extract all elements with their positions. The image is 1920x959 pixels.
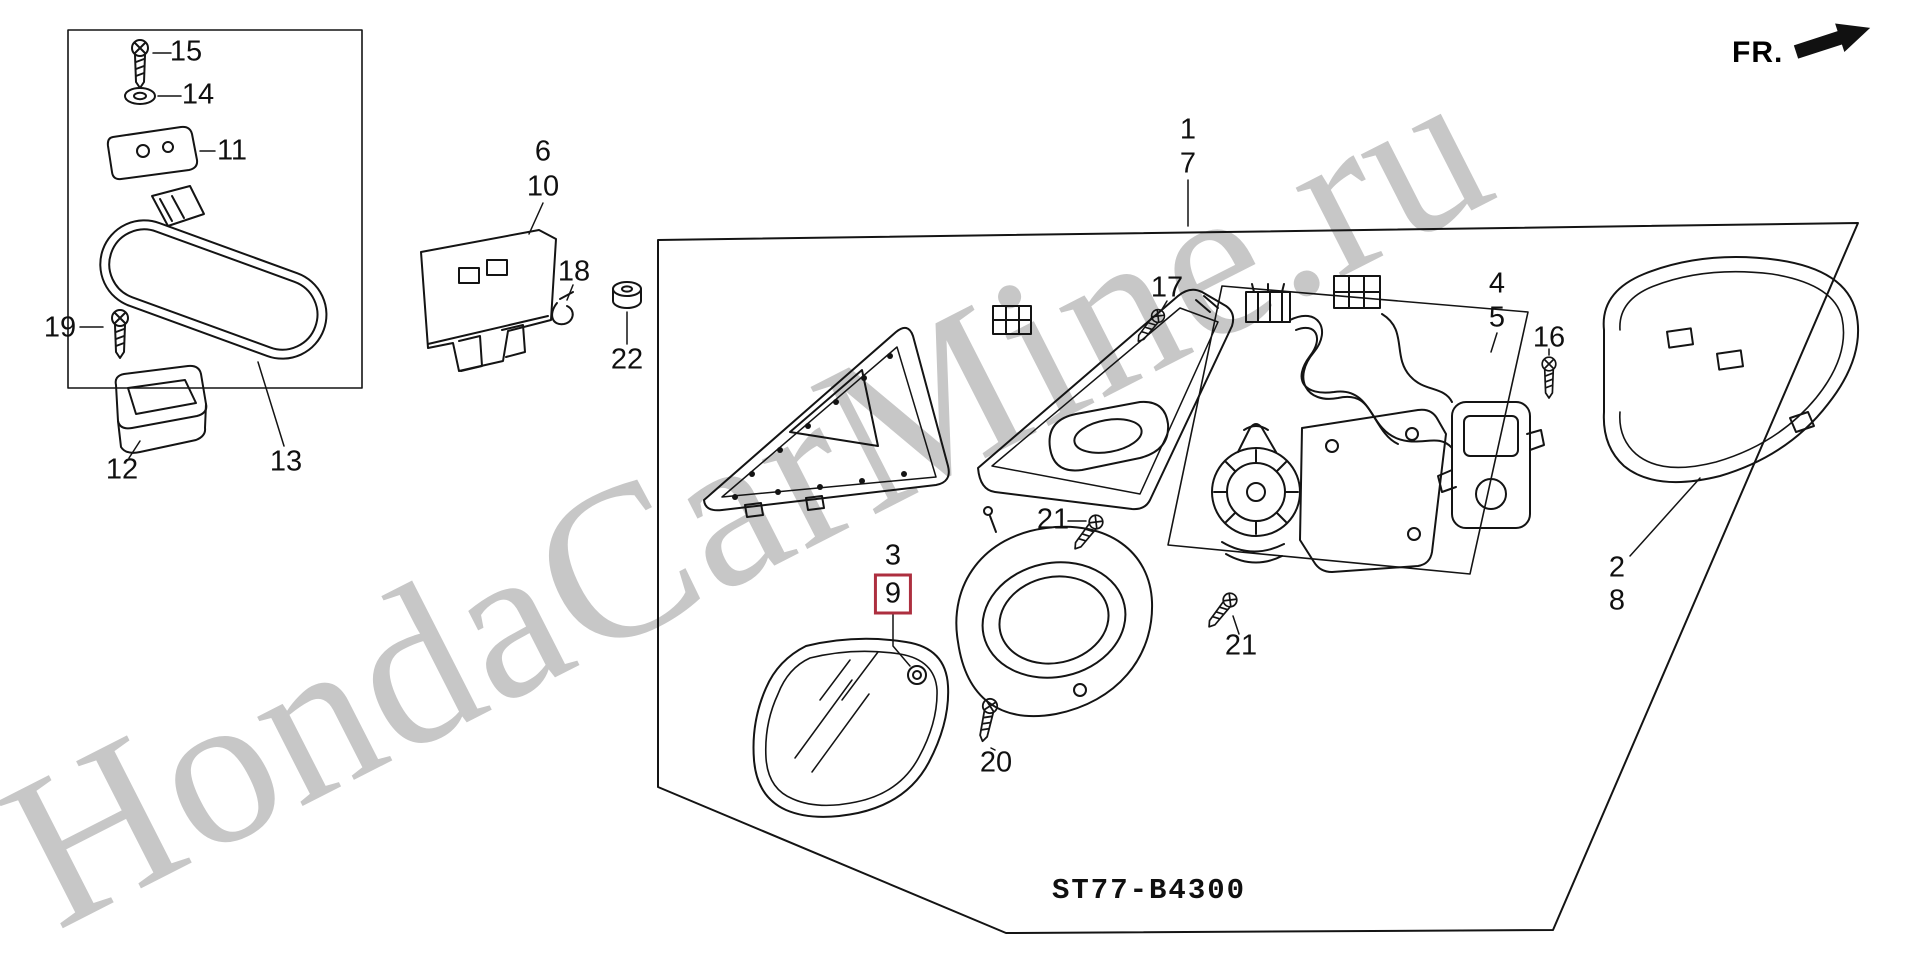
part-label-15[interactable]: 15 — [169, 35, 203, 68]
part-label-1[interactable]: 1 — [1179, 113, 1197, 146]
part-label-6[interactable]: 6 — [534, 135, 552, 168]
mirror-glass-drawing — [752, 637, 950, 818]
part-label-9-highlighted[interactable]: 9 — [873, 573, 913, 615]
part-label-10[interactable]: 10 — [526, 170, 560, 203]
part-label-14[interactable]: 14 — [181, 78, 215, 111]
diagram-code: ST77-B4300 — [1052, 874, 1247, 907]
part-label-20[interactable]: 20 — [979, 746, 1013, 779]
part-label-21b[interactable]: 21 — [1224, 629, 1258, 662]
fr-label: FR. — [1732, 36, 1784, 69]
mounting-screws-drawing — [974, 511, 1241, 751]
part-label-11[interactable]: 11 — [216, 134, 248, 167]
part-label-8[interactable]: 8 — [1608, 584, 1626, 617]
part-label-13[interactable]: 13 — [269, 445, 303, 478]
sail-garnish-drawing — [703, 326, 950, 518]
part-label-5[interactable]: 5 — [1488, 301, 1506, 334]
mirror-housing-drawing — [892, 506, 1154, 718]
part-label-18[interactable]: 18 — [557, 255, 591, 288]
harness-box-drawing — [1167, 275, 1557, 575]
part-label-7[interactable]: 7 — [1179, 147, 1197, 180]
fr-arrow-icon — [1793, 23, 1871, 59]
part-label-19[interactable]: 19 — [43, 311, 77, 344]
main-box — [657, 179, 1859, 934]
part-label-4[interactable]: 4 — [1488, 267, 1506, 300]
part-label-3[interactable]: 3 — [884, 539, 902, 572]
part-label-21a[interactable]: 21 — [1036, 503, 1070, 536]
housing-cover-drawing — [1602, 256, 1860, 557]
part-label-12[interactable]: 12 — [105, 453, 139, 486]
part-label-2[interactable]: 2 — [1608, 551, 1626, 584]
mirror-base-drawing — [977, 288, 1235, 511]
bracket-drawing — [420, 202, 642, 372]
part-label-22[interactable]: 22 — [610, 343, 644, 376]
actuator-drawing — [1211, 408, 1447, 573]
interior-mirror-drawing — [67, 29, 363, 459]
part-label-17[interactable]: 17 — [1150, 271, 1184, 304]
part-label-16[interactable]: 16 — [1532, 321, 1566, 354]
